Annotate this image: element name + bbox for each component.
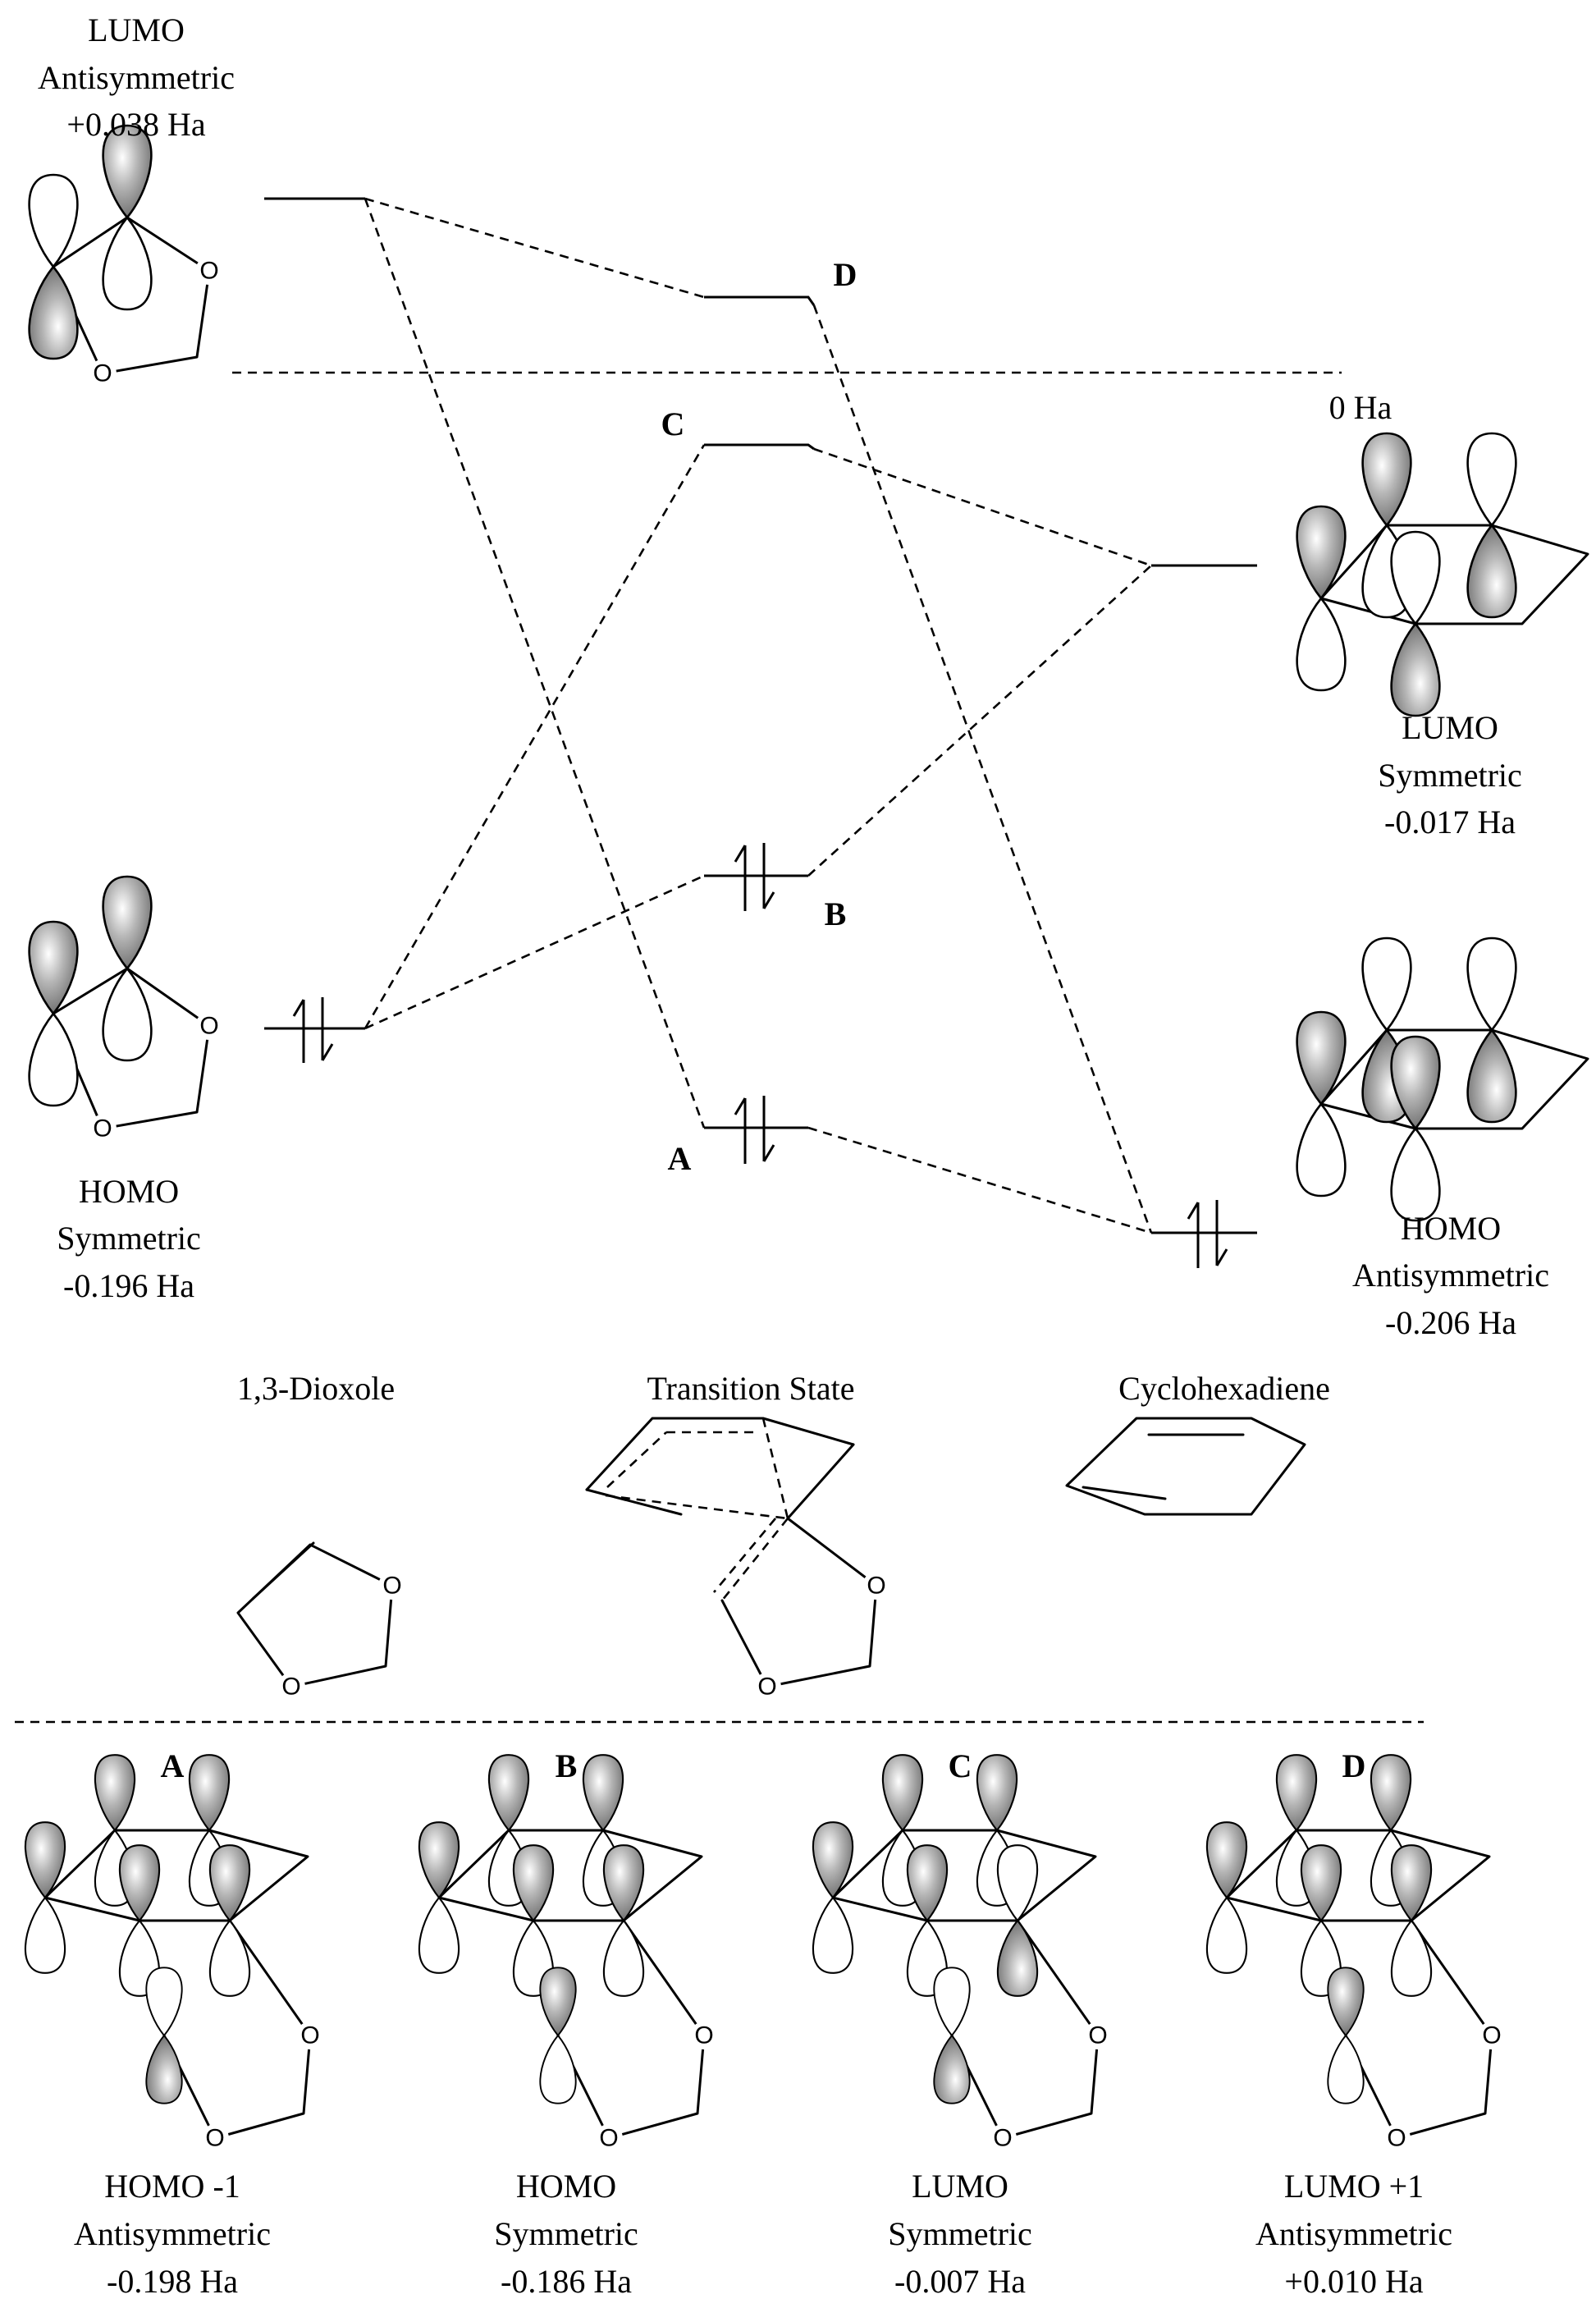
corr-b-to-clumo [807, 565, 1152, 877]
dioxole-lumo-orbital: O O [28, 124, 223, 387]
oxygen-atom: O [993, 2125, 1012, 2152]
corr-d-to-chomo [812, 305, 1153, 1234]
ts-orbital-b: O O B HOMO Symmetric -0.186 Ha [418, 1747, 718, 2300]
corr-a-to-chomo [807, 1126, 1152, 1234]
ts-orbital-tag: B [556, 1747, 578, 1784]
ts-name-label: Transition State [647, 1370, 855, 1407]
chd-lumo-label-2: Symmetric [1378, 757, 1522, 794]
ts-level-label-b: B [825, 895, 847, 932]
chd-homo-orbital [1296, 936, 1589, 1222]
ts-level-c [704, 443, 815, 451]
ts-orbital-c: O O C LUMO Symmetric -0.007 Ha [812, 1747, 1112, 2300]
electron-pair-ts-a [734, 1096, 775, 1164]
oxygen-atom: O [599, 2125, 618, 2152]
ts-orbital-caption-3: +0.010 Ha [1284, 2263, 1423, 2300]
oxygen-atom: O [1482, 2022, 1501, 2049]
chd-name-label: Cyclohexadiene [1118, 1370, 1330, 1407]
oxygen-atom: O [93, 1115, 112, 1143]
dioxole-lumo-label-1: LUMO [88, 11, 185, 48]
chd-homo-label-1: HOMO [1401, 1210, 1501, 1247]
dioxole-lumo-label-2: Antisymmetric [38, 59, 235, 96]
dioxole-structure: O O [236, 1541, 406, 1701]
dioxole-homo-orbital: O O [28, 875, 223, 1143]
ts-orbital-caption-3: -0.198 Ha [107, 2263, 238, 2300]
ts-orbital-caption-2: Antisymmetric [74, 2215, 271, 2252]
ts-orbital-gallery: O O A HOMO -1 Antisymmetric -0.198 Ha O O B HOMO S… [24, 1747, 1506, 2300]
ts-orbital-caption-2: Symmetric [888, 2215, 1032, 2252]
electron-pair-ts-b [734, 843, 775, 911]
transition-state-structure: O O [585, 1417, 890, 1701]
ts-orbital-caption-3: -0.186 Ha [501, 2263, 632, 2300]
dioxole-lumo-label-3: +0.038 Ha [66, 106, 205, 143]
chd-homo-label-3: -0.206 Ha [1385, 1304, 1516, 1341]
oxygen-atom: O [300, 2022, 319, 2049]
corr-c-to-clumo [813, 447, 1152, 567]
oxygen-atom: O [281, 1674, 300, 1701]
ts-level-d [704, 295, 816, 306]
dioxole-name-label: 1,3-Dioxole [237, 1370, 395, 1407]
corr-dlumo-to-a [364, 198, 706, 1129]
oxygen-atom: O [93, 360, 112, 387]
ts-level-label-d: D [834, 256, 857, 293]
dioxole-homo-label-3: -0.196 Ha [63, 1267, 194, 1304]
ts-orbital-caption-2: Antisymmetric [1255, 2215, 1452, 2252]
dioxole-homo-label-2: Symmetric [57, 1220, 201, 1257]
oxygen-atom: O [757, 1674, 776, 1701]
zero-energy-label: 0 Ha [1329, 389, 1392, 426]
chd-lumo-label-1: LUMO [1402, 709, 1498, 746]
oxygen-atom: O [1088, 2022, 1107, 2049]
correlation-lines [15, 197, 1424, 1724]
ts-orbital-caption-1: LUMO [912, 2168, 1008, 2205]
corr-dhomo-to-b [364, 874, 705, 1030]
ts-orbital-tag: A [161, 1747, 185, 1784]
chd-lumo-label-3: -0.017 Ha [1384, 804, 1516, 840]
ts-level-label-c: C [661, 405, 685, 442]
chd-lumo-orbital [1296, 432, 1589, 717]
dioxole-homo-label-1: HOMO [79, 1173, 179, 1210]
electron-pair-dioxole-homo [292, 997, 334, 1063]
ts-orbital-caption-3: -0.007 Ha [894, 2263, 1026, 2300]
ts-orbital-a: O O A HOMO -1 Antisymmetric -0.198 Ha [24, 1747, 324, 2300]
oxygen-atom: O [382, 1573, 401, 1600]
oxygen-atom: O [1387, 2125, 1406, 2152]
ts-orbital-caption-2: Symmetric [494, 2215, 638, 2252]
electron-pair-chd-homo [1187, 1200, 1228, 1268]
corr-dlumo-to-d [364, 197, 705, 299]
ts-orbital-d: O O D LUMO +1 Antisymmetric +0.010 Ha [1205, 1747, 1506, 2300]
oxygen-atom: O [867, 1573, 885, 1600]
ts-orbital-caption-1: HOMO -1 [104, 2168, 240, 2205]
ts-orbital-caption-1: LUMO +1 [1284, 2168, 1424, 2205]
electron-pairs [292, 843, 1228, 1268]
ts-orbital-tag: D [1342, 1747, 1366, 1784]
oxygen-atom: O [205, 2125, 224, 2152]
corr-dhomo-to-c [364, 444, 706, 1029]
cyclohexadiene-structure [1065, 1417, 1306, 1516]
oxygen-atom: O [199, 258, 218, 285]
text-labels: LUMO Antisymmetric +0.038 Ha HOMO Symmet… [38, 11, 1549, 1407]
energy-levels [264, 197, 1257, 1234]
oxygen-atom: O [694, 2022, 713, 2049]
oxygen-atom: O [199, 1013, 218, 1040]
ts-orbital-tag: C [949, 1747, 972, 1784]
ts-orbital-caption-1: HOMO [516, 2168, 616, 2205]
chd-homo-label-2: Antisymmetric [1352, 1257, 1549, 1294]
ts-level-label-a: A [668, 1140, 692, 1177]
